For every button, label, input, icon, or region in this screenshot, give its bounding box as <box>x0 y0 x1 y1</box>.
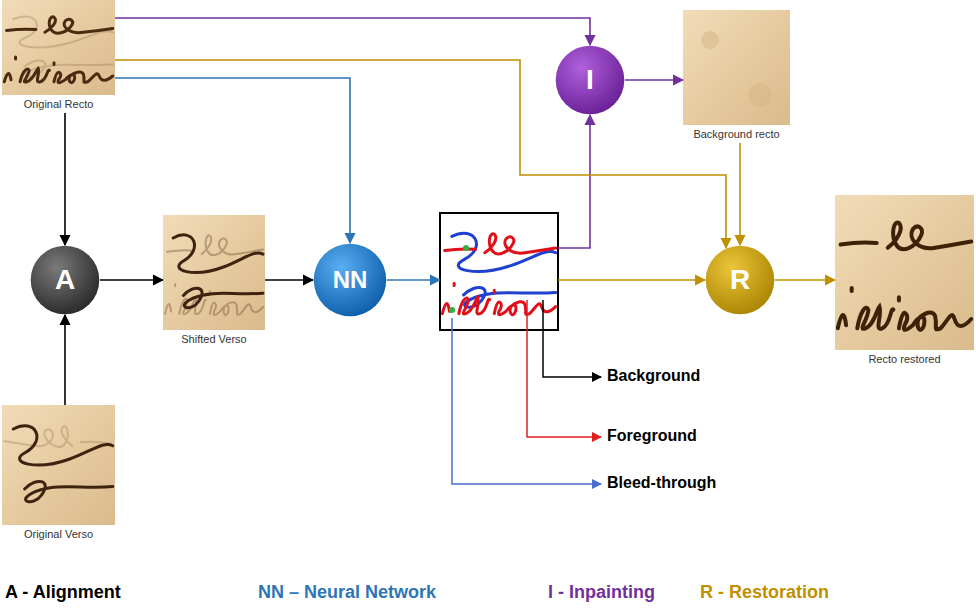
image-caption: Original Recto <box>2 98 115 111</box>
process-circle: A <box>30 245 100 315</box>
region-label: Background <box>607 367 700 385</box>
image-caption: Original Verso <box>2 528 115 541</box>
leader-line <box>452 318 601 484</box>
connector-arrow <box>115 78 350 243</box>
connector-arrow <box>387 279 440 281</box>
legend-text: R - Restoration <box>700 582 829 602</box>
region-label: Foreground <box>607 427 697 445</box>
process-circle: I <box>555 45 625 115</box>
shifted-verso-image <box>163 215 265 330</box>
connector-arrow <box>775 279 835 281</box>
image-panel: Original Recto <box>2 0 115 111</box>
image-caption: Shifted Verso <box>163 333 265 346</box>
node-letter: R <box>730 264 750 296</box>
process-circle: R <box>705 245 775 315</box>
connector-arrow <box>558 115 590 248</box>
verso-image <box>2 405 115 525</box>
node-letter: A <box>55 264 75 296</box>
image-panel: Background recto <box>683 10 790 141</box>
legend-text: A - Alignment <box>5 582 121 602</box>
image-panel <box>440 213 558 330</box>
connector-arrow <box>64 315 66 405</box>
restored-image <box>835 195 974 350</box>
image-caption: Recto restored <box>835 353 974 366</box>
image-panel: Original Verso <box>2 405 115 541</box>
image-panel: Recto restored <box>835 195 974 366</box>
connector-arrow <box>64 113 66 245</box>
connector-arrow <box>115 18 590 45</box>
legend-entry: I - Inpainting <box>548 582 655 603</box>
legend-entry: A - Alignment <box>5 582 121 603</box>
connector-arrow <box>100 279 163 281</box>
image-panel: Shifted Verso <box>163 215 265 346</box>
background-image <box>683 10 790 125</box>
legend-entry: R - Restoration <box>700 582 829 603</box>
segmentation-image <box>440 213 558 330</box>
connector-arrow <box>558 279 705 281</box>
legend-entry: NN – Neural Network <box>258 582 436 603</box>
legend-text: NN – Neural Network <box>258 582 436 602</box>
legend-text: I - Inpainting <box>548 582 655 602</box>
connector-arrow <box>739 143 741 245</box>
process-circle: NN <box>313 243 387 317</box>
region-label: Bleed-through <box>607 474 716 492</box>
recto-image <box>2 0 115 95</box>
connector-arrow <box>625 79 683 81</box>
image-caption: Background recto <box>683 128 790 141</box>
connector-arrow <box>115 60 726 248</box>
node-letter: I <box>586 64 594 96</box>
connector-arrow <box>265 279 313 281</box>
leader-line <box>527 300 601 437</box>
node-letter: NN <box>333 266 368 294</box>
leader-line <box>543 300 601 377</box>
